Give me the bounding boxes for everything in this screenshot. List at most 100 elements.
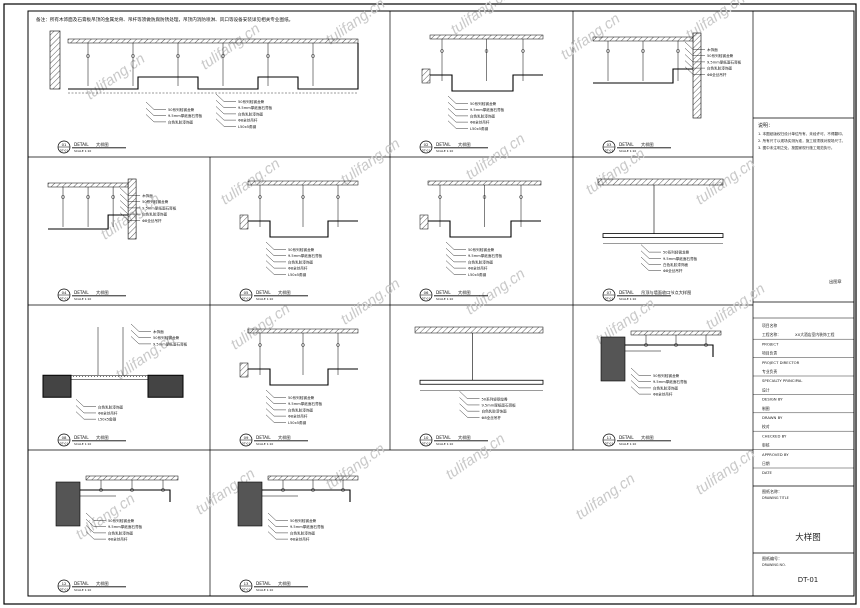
drawing-number: DT-01 — [798, 576, 818, 584]
title-block-value: XX大酒店室内装饰工程 — [795, 332, 835, 337]
note-line-2: 2. 所有尺寸以现场实测为准，施工前须核对现场尺寸。 — [758, 138, 845, 143]
ceiling-profile — [593, 68, 693, 84]
detail-07: 50系列轻钢龙骨9.5mm厚纸面石膏板白色乳胶漆饰面Φ8全丝吊杆07DT-01D… — [597, 178, 724, 302]
watermark-text: tulifang.cn — [338, 275, 404, 328]
title-block-label: DATE — [762, 470, 772, 475]
ceiling-profile — [48, 214, 129, 230]
detail-number: 13 — [244, 581, 249, 586]
callout-text: Φ8全丝吊杆 — [98, 410, 118, 415]
concrete-column — [237, 481, 263, 527]
detail-number: 05 — [244, 290, 249, 295]
detail-title: DETAIL — [74, 435, 89, 440]
ceiling-profile — [625, 344, 714, 357]
callout-text: Φ8全丝吊杆 — [238, 118, 258, 123]
rod-bolt — [438, 195, 442, 199]
callout-text: Φ8全丝吊杆 — [468, 266, 488, 271]
detail-ref: DT-01 — [60, 441, 69, 445]
detail-12: 50系列轻钢龙骨9.5mm厚纸面石膏板白色乳胶漆饰面Φ8全丝吊杆12DT-01D… — [55, 475, 179, 593]
detail-ref: DT-01 — [242, 296, 251, 300]
slab — [247, 180, 359, 186]
rod-bolt — [440, 49, 444, 53]
detail-scale: SCALE 1:10 — [436, 442, 453, 446]
callout-text: 50系列轻钢龙骨 — [482, 396, 509, 401]
detail-name: 大样图 — [278, 434, 291, 441]
detail-title: DETAIL — [619, 435, 634, 440]
detail-scale: SCALE 1:10 — [619, 297, 636, 301]
detail-08: 木饰面50系列轻钢龙骨9.5mm厚纸面石膏板白色乳胶漆饰面Φ8全丝吊杆L50x5… — [42, 323, 188, 447]
detail-ref: DT-01 — [60, 148, 69, 152]
detail-number: 07 — [607, 290, 612, 295]
watermark-text: tulifang.cn — [323, 440, 389, 493]
title-block-label: 项目负责 — [762, 351, 777, 356]
callout-text: 50系列轻钢龙骨 — [653, 373, 680, 378]
detail-scale: SCALE 1:10 — [436, 297, 453, 301]
callout-text: 白色乳胶漆饰面 — [238, 111, 264, 116]
rod-bolt — [301, 195, 305, 199]
callout-text: 50系列轻钢龙骨 — [288, 247, 315, 252]
rod-bolt — [519, 195, 523, 199]
callout-text: 50系列轻钢龙骨 — [470, 101, 497, 106]
callout-text: 白色乳胶漆饰面 — [290, 530, 316, 535]
ceiling-profile — [262, 489, 351, 502]
watermark-text: tulifang.cn — [703, 280, 769, 333]
detail-scale: SCALE 1:10 — [256, 442, 273, 446]
callout-text: Φ8全丝吊杆 — [663, 268, 683, 273]
title-block: 说明： 1. 本图纸版权归设计单位所有，未经许可，不得翻印。 2. 所有尺寸以现… — [753, 117, 854, 584]
callout-text: 白色乳胶漆饰面 — [288, 259, 314, 264]
wall-section — [239, 362, 249, 378]
rod-bolt — [484, 49, 489, 53]
detail-09: 50系列轻钢龙骨9.5mm厚纸面石膏板白色乳胶漆饰面Φ8全丝吊杆L50x5角钢0… — [239, 328, 359, 447]
detail-ref: DT-01 — [242, 441, 251, 445]
title-block-label: DRAWN BY — [762, 415, 783, 420]
detail-scale: SCALE 1:10 — [436, 149, 453, 153]
wall-section — [49, 30, 61, 90]
detail-ref: DT-01 — [422, 296, 431, 300]
detail-ref: DT-01 — [605, 441, 614, 445]
detail-number: 06 — [424, 290, 429, 295]
callout-text: 9.5mm厚纸面石膏板 — [653, 379, 688, 384]
callout-text: 9.5mm厚纸面石膏板 — [288, 253, 323, 258]
wall-section — [127, 178, 137, 240]
callout-text: 9.5mm厚纸面石膏板 — [663, 256, 698, 261]
watermark-text: tulifang.cn — [558, 10, 624, 63]
detail-11: 50系列轻钢龙骨9.5mm厚纸面石膏板白色乳胶漆饰面Φ8全丝吊杆11DT-01D… — [600, 330, 722, 447]
detail-name: 大样图 — [96, 289, 109, 296]
ceiling-profile — [248, 220, 358, 238]
note-line-1: 1. 本图纸版权归设计单位所有，未经许可，不得翻印。 — [758, 131, 845, 136]
detail-10: 50系列轻钢龙骨9.5mm厚纸面石膏板白色乳胶漆饰面Φ8全丝吊杆10DT-01D… — [414, 326, 544, 447]
callout-text: Φ8全丝吊杆 — [290, 537, 310, 542]
detail-title: DETAIL — [619, 290, 634, 295]
watermark-text: tulifang.cn — [448, 0, 514, 38]
callout-text: 白色乳胶漆饰面 — [98, 404, 124, 409]
detail-number: 01 — [62, 142, 67, 147]
ceiling-board — [419, 379, 544, 385]
detail-title: DETAIL — [436, 142, 451, 147]
rod-bolt — [336, 343, 340, 347]
callout-text: 9.5mm厚纸面石膏板 — [288, 401, 323, 406]
rod-bolt — [301, 343, 305, 347]
floor-block-right — [147, 374, 184, 398]
callout-text: 9.5mm厚纸面石膏板 — [468, 253, 503, 258]
callout-text: L50x5角钢 — [288, 420, 307, 425]
callout-text: 50系列轻钢龙骨 — [468, 247, 495, 252]
ceiling-profile — [430, 74, 543, 92]
callout-text: 白色乳胶漆饰面 — [482, 409, 508, 414]
detail-scale: SCALE 1:10 — [619, 149, 636, 153]
title-block-label: SPECIALTY PRINCIPAL — [762, 378, 803, 383]
title-block-label: APPROVED BY — [762, 452, 789, 457]
detail-ref: DT-01 — [60, 296, 69, 300]
callout-text: 9.5mm厚纸面石膏板 — [482, 402, 517, 407]
detail-name: 大样图 — [458, 434, 471, 441]
callout-text: 50系列轻钢龙骨 — [707, 53, 734, 58]
callout-text: L50x5角钢 — [288, 272, 307, 277]
ceiling-profile — [248, 368, 358, 386]
callout-text: Φ8全丝吊杆 — [482, 415, 502, 420]
ceiling-profile — [80, 489, 171, 502]
rod-bolt — [61, 195, 65, 199]
callout-text: 9.5mm厚纸面石膏板 — [153, 341, 188, 346]
ceiling-board — [602, 233, 724, 239]
callout-text: 50系列轻钢龙骨 — [238, 99, 265, 104]
callout-text: 9.5mm厚纸面石膏板 — [290, 524, 325, 529]
callout-text: 木饰面 — [142, 193, 153, 198]
slab — [247, 328, 359, 334]
